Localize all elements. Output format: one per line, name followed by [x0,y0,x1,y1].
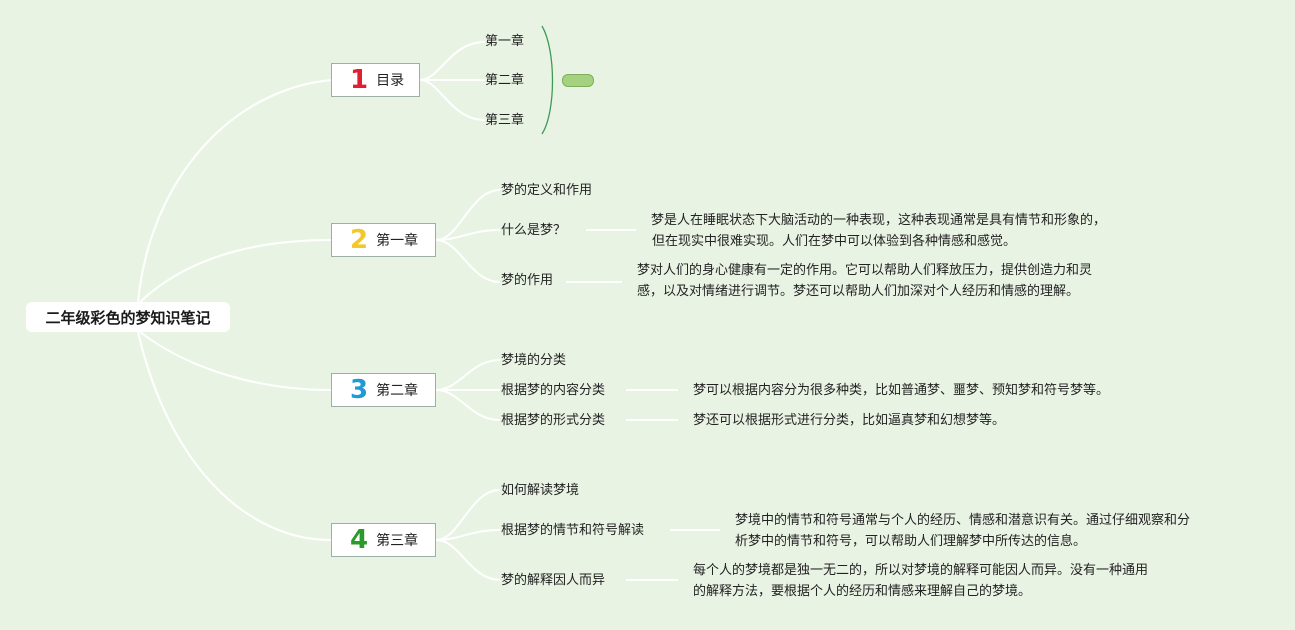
contents-item[interactable]: 第二章 [485,73,525,88]
topic-heading[interactable]: 梦境的分类 [501,353,567,368]
summary-tag[interactable] [562,74,594,87]
detail-line: 梦境中的情节和符号通常与个人的经历、情感和潜意识有关。通过仔细观察和分 [735,513,1191,528]
topic-detail[interactable]: 梦是人在睡眠状态下大脑活动的一种表现，这种表现通常是具有情节和形象的， 但在现实… [651,210,1106,252]
branch-label: 第二章 [376,383,419,399]
topic-label[interactable]: 什么是梦？ [501,223,567,238]
topic-label[interactable]: 梦的解释因人而异 [501,573,606,588]
topic-label[interactable]: 根据梦的内容分类 [501,383,606,398]
branch-number-badge: 2 [350,225,369,255]
detail-line: 析梦中的情节和符号，可以帮助人们理解梦中所传达的信息。 [735,534,1087,549]
branch-label: 第三章 [376,533,419,549]
topic-heading[interactable]: 梦的定义和作用 [501,183,593,198]
topic-detail[interactable]: 梦境中的情节和符号通常与个人的经历、情感和潜意识有关。通过仔细观察和分 析梦中的… [735,510,1190,552]
topic-detail[interactable]: 梦对人们的身心健康有一定的作用。它可以帮助人们释放压力，提供创造力和灵 感，以及… [637,260,1092,302]
topic-detail[interactable]: 每个人的梦境都是独一无二的，所以对梦境的解释可能因人而异。没有一种通用 的解释方… [693,560,1148,602]
branch-number-badge: 3 [350,375,369,405]
contents-item[interactable]: 第一章 [485,34,525,49]
topic-detail[interactable]: 梦可以根据内容分为很多种类，比如普通梦、噩梦、预知梦和符号梦等。 [693,380,1109,401]
detail-line: 梦可以根据内容分为很多种类，比如普通梦、噩梦、预知梦和符号梦等。 [693,383,1110,398]
branch-number-badge: 4 [350,525,369,555]
root-label: 二年级彩色的梦知识笔记 [45,308,211,327]
root-node[interactable]: 二年级彩色的梦知识笔记 [26,302,230,332]
detail-line: 梦还可以根据形式进行分类，比如逼真梦和幻想梦等。 [693,413,1006,428]
topic-label[interactable]: 梦的作用 [501,273,554,288]
branch-number-badge: 1 [350,65,369,95]
detail-line: 感，以及对情绪进行调节。梦还可以帮助人们加深对个人经历和情感的理解。 [637,284,1080,299]
branch-node-contents[interactable]: 1 目录 [331,63,420,97]
detail-line: 的解释方法，要根据个人的经历和情感来理解自己的梦境。 [693,584,1032,599]
detail-line: 梦对人们的身心健康有一定的作用。它可以帮助人们释放压力，提供创造力和灵 [637,263,1093,278]
branch-label: 目录 [376,73,405,89]
topic-heading[interactable]: 如何解读梦境 [501,483,580,498]
branch-node-chapter-2[interactable]: 3 第二章 [331,373,436,407]
topic-detail[interactable]: 梦还可以根据形式进行分类，比如逼真梦和幻想梦等。 [693,410,1005,431]
detail-line: 每个人的梦境都是独一无二的，所以对梦境的解释可能因人而异。没有一种通用 [693,563,1149,578]
detail-line: 但在现实中很难实现。人们在梦中可以体验到各种情感和感觉。 [652,234,1017,249]
topic-label[interactable]: 根据梦的情节和符号解读 [501,523,645,538]
detail-line: 梦是人在睡眠状态下大脑活动的一种表现，这种表现通常是具有情节和形象的， [651,213,1107,228]
branch-node-chapter-3[interactable]: 4 第三章 [331,523,436,557]
branch-node-chapter-1[interactable]: 2 第一章 [331,223,436,257]
topic-label[interactable]: 根据梦的形式分类 [501,413,606,428]
contents-item[interactable]: 第三章 [485,113,525,128]
branch-label: 第一章 [376,233,419,249]
